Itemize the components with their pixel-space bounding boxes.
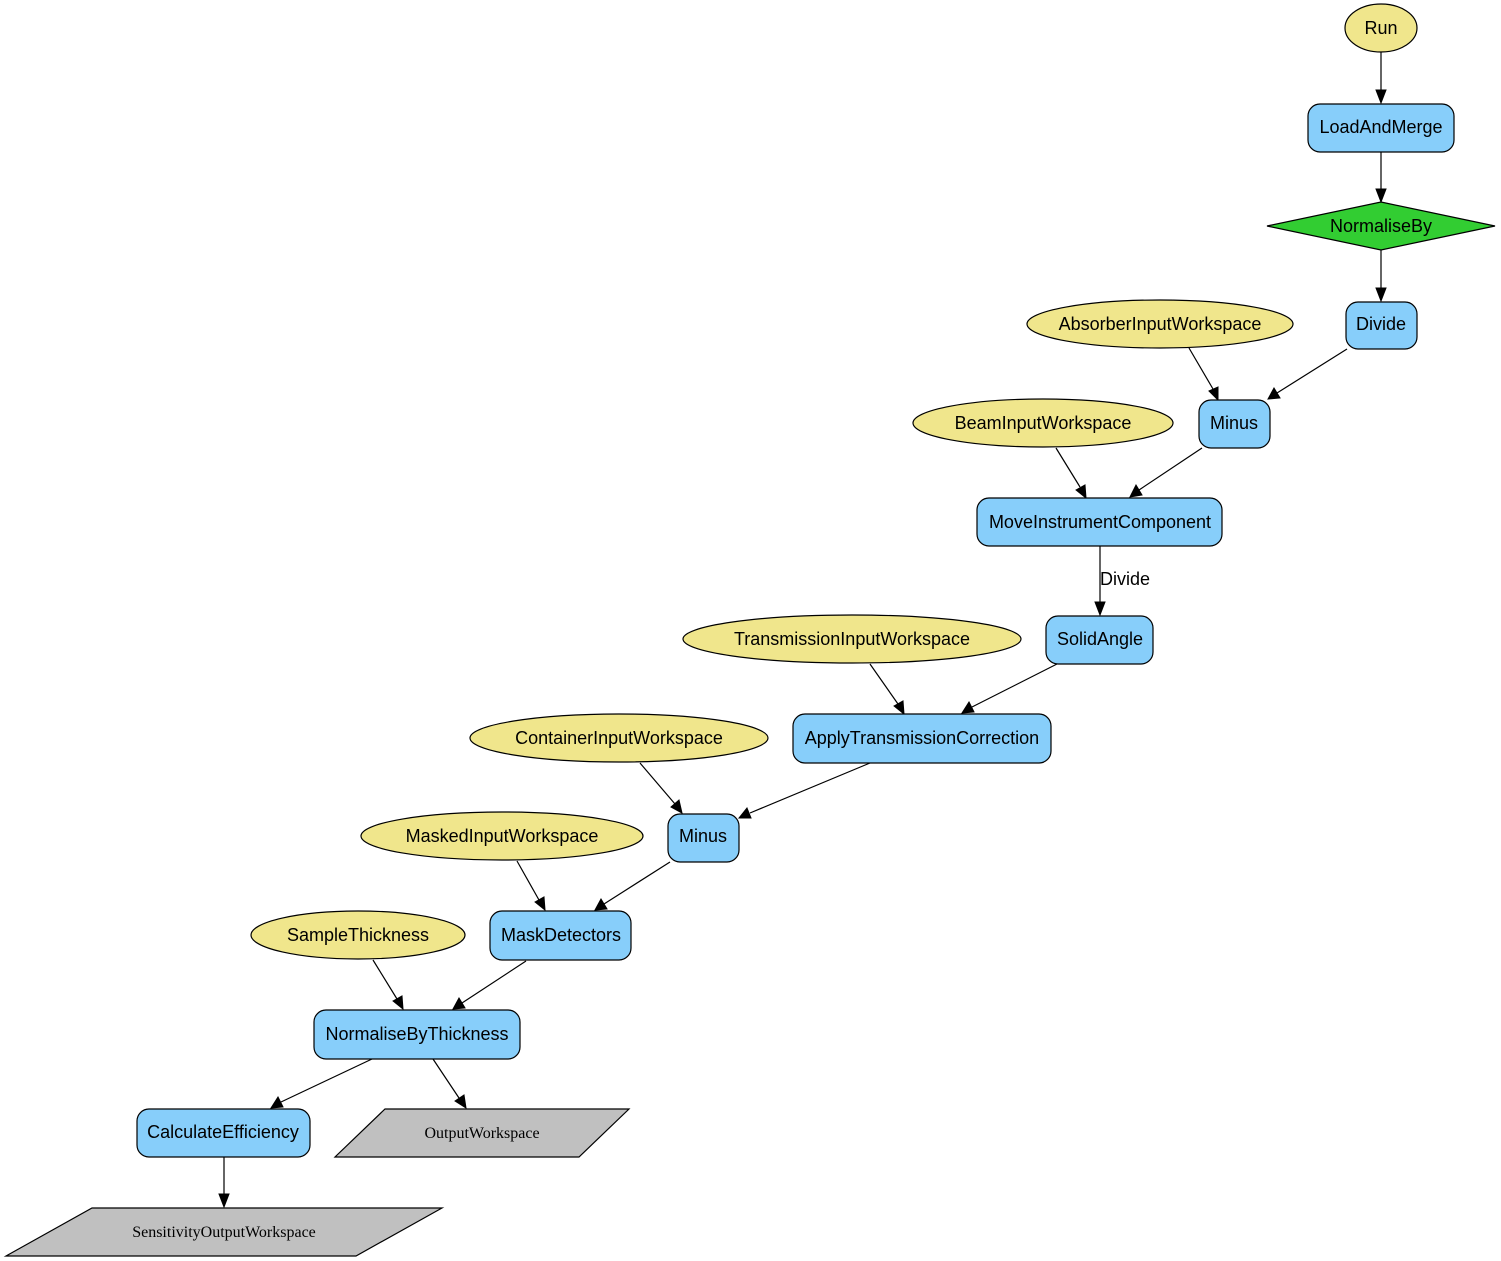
edge-solidangle-applytransmission [971, 663, 1058, 708]
edge-normalisebythickness-calculateefficiency [280, 1058, 373, 1103]
edges [218, 52, 1387, 1209]
node-transmission-input-workspace[interactable]: TransmissionInputWorkspace [682, 614, 1022, 664]
node-output-workspace[interactable]: OutputWorkspace [333, 1108, 631, 1158]
node-solid-angle[interactable]: SolidAngle [1045, 615, 1154, 665]
node-label: SampleThickness [287, 925, 429, 945]
node-divide[interactable]: Divide [1345, 301, 1418, 350]
node-label: AbsorberInputWorkspace [1059, 314, 1262, 334]
node-label: Divide [1356, 314, 1406, 334]
node-label: MaskedInputWorkspace [406, 826, 599, 846]
node-label: SensitivityOutputWorkspace [132, 1224, 316, 1241]
node-calculate-efficiency[interactable]: CalculateEfficiency [136, 1108, 311, 1158]
node-normalise-by[interactable]: NormaliseBy [1266, 201, 1496, 251]
edge-divide-minus [1276, 348, 1348, 394]
node-minus-2[interactable]: Minus [667, 813, 740, 863]
node-apply-transmission-correction[interactable]: ApplyTransmissionCorrection [792, 713, 1052, 764]
node-label: SolidAngle [1057, 629, 1143, 649]
node-label: Minus [1210, 413, 1258, 433]
node-run[interactable]: Run [1344, 3, 1418, 53]
node-label: MoveInstrumentComponent [989, 512, 1211, 532]
edge-normalisebythickness-outputworkspace [432, 1058, 460, 1099]
node-label: NormaliseByThickness [325, 1024, 508, 1044]
node-label: LoadAndMerge [1319, 117, 1442, 137]
edge-masked-maskdetectors [516, 860, 540, 901]
node-sample-thickness[interactable]: SampleThickness [250, 910, 466, 960]
edge-applytransmission-minus [749, 762, 871, 814]
node-label: Minus [679, 826, 727, 846]
edge-beam-moveinstrument [1055, 447, 1081, 488]
node-label: CalculateEfficiency [147, 1122, 299, 1142]
node-label: ApplyTransmissionCorrection [805, 728, 1039, 748]
node-normalise-by-thickness[interactable]: NormaliseByThickness [313, 1009, 521, 1060]
edge-container-minus [639, 762, 676, 805]
node-label: TransmissionInputWorkspace [734, 629, 970, 649]
edge-maskdetectors-normalisebythickness [461, 960, 527, 1004]
node-label: BeamInputWorkspace [955, 413, 1132, 433]
node-beam-input-workspace[interactable]: BeamInputWorkspace [912, 398, 1174, 448]
edge-transmission-applytransmission [869, 663, 899, 705]
node-sensitivity-output-workspace[interactable]: SensitivityOutputWorkspace [3, 1207, 445, 1257]
edge-label-divide: Divide [1100, 569, 1150, 589]
node-minus-1[interactable]: Minus [1198, 399, 1271, 449]
node-label: MaskDetectors [501, 925, 621, 945]
node-move-instrument-component[interactable]: MoveInstrumentComponent [976, 497, 1223, 547]
node-container-input-workspace[interactable]: ContainerInputWorkspace [469, 713, 769, 763]
node-label: ContainerInputWorkspace [515, 728, 723, 748]
node-mask-detectors[interactable]: MaskDetectors [489, 910, 632, 961]
node-load-and-merge[interactable]: LoadAndMerge [1307, 103, 1455, 153]
node-masked-input-workspace[interactable]: MaskedInputWorkspace [360, 811, 644, 861]
node-label: OutputWorkspace [424, 1125, 539, 1142]
edge-samplethickness-normalisebythickness [372, 959, 398, 1000]
node-label: NormaliseBy [1330, 216, 1432, 236]
edge-minus-maskdetectors [603, 861, 671, 905]
node-absorber-input-workspace[interactable]: AbsorberInputWorkspace [1026, 299, 1294, 349]
edge-minus-moveinstrument [1138, 447, 1203, 491]
node-label: Run [1364, 18, 1397, 38]
edge-absorber-minus [1188, 347, 1214, 390]
